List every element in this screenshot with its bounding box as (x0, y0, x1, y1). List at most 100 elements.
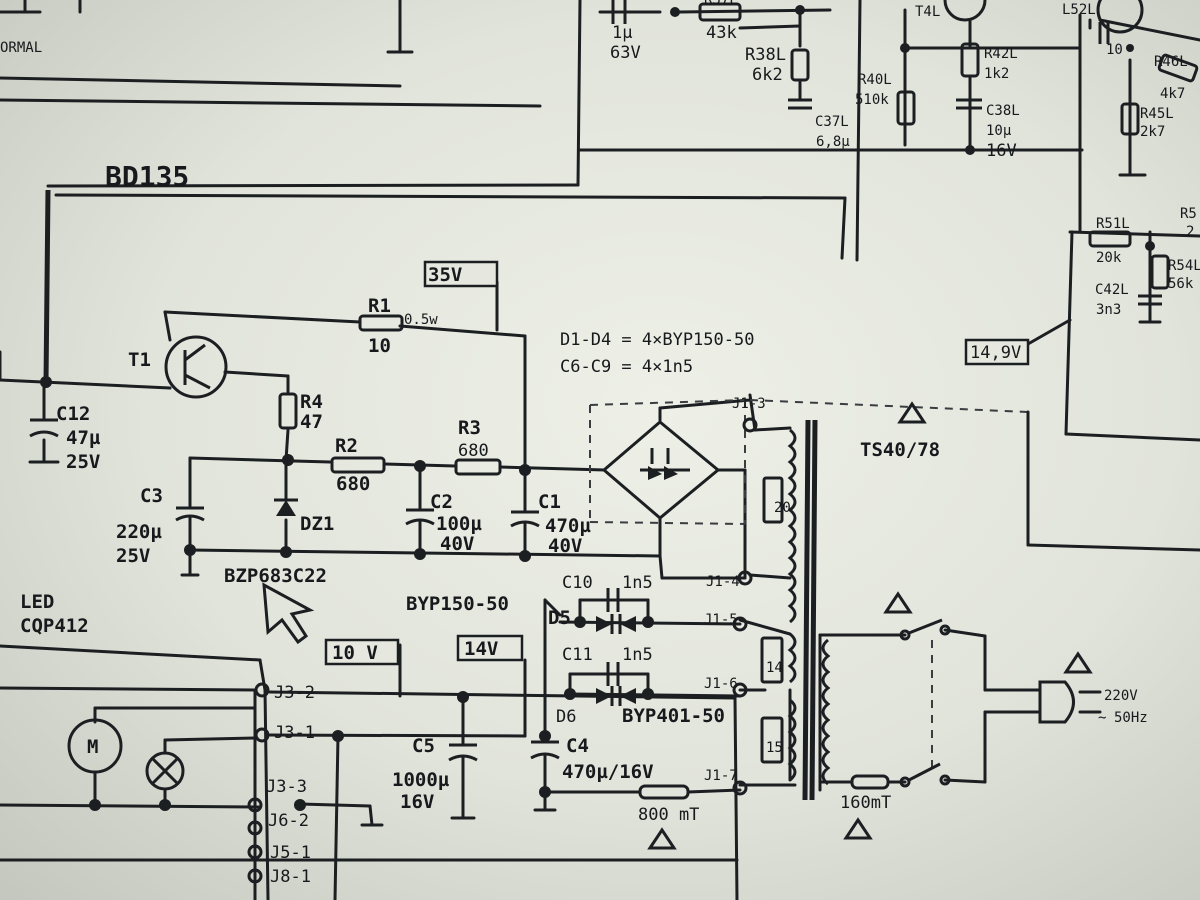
label-j1-3: J1-3 (732, 396, 766, 412)
label-c10: C10 (562, 573, 593, 593)
label-c4: C4 (566, 735, 589, 757)
label-bd135: BD135 (105, 160, 189, 193)
resistor-r1 (358, 314, 404, 332)
top-components (611, 0, 1199, 306)
label-c2: C2 (430, 491, 453, 513)
label-r40l-val: 510k (855, 92, 889, 108)
label-r37l-val: 43k (706, 23, 737, 43)
label-c-1u: 1µ (612, 23, 632, 43)
label-c12-v: 25V (66, 451, 100, 473)
label-voltage-10: 10 V (332, 642, 378, 664)
warning-triangles (647, 401, 1093, 850)
label-c-63v: 63V (610, 43, 641, 63)
label-t4l: T4L (915, 4, 940, 20)
label-dz1: DZ1 (300, 513, 334, 535)
junction-dots (40, 376, 654, 811)
label-r1-note: 0.5w (404, 312, 438, 328)
label-r3: R3 (458, 417, 481, 439)
label-ormal: ORMAL (0, 40, 42, 56)
label-r2-val: 680 (336, 473, 370, 495)
label-r1-val: 10 (368, 335, 391, 357)
fuse-160mt (850, 774, 890, 790)
main-labels: BD135 35V R1 0.5w 10 T1 D1-D4 = 4×BYP150… (20, 160, 1148, 887)
warning-icon (883, 591, 913, 614)
label-r2: R2 (335, 435, 358, 457)
transformer-ts40-78 (760, 428, 831, 786)
label-j3-1: J3-1 (274, 723, 315, 743)
label-c2-v: 40V (440, 533, 474, 555)
transistor-t1 (164, 335, 228, 399)
label-c38l-v: 16V (986, 141, 1017, 161)
capacitor-c1 (510, 510, 540, 528)
resistor-r3 (454, 458, 502, 476)
label-tilde: ~ (1098, 710, 1106, 726)
label-motor: M (87, 736, 98, 758)
label-l52l: L52L (1062, 2, 1096, 18)
label-led: LED (20, 591, 54, 613)
label-j6-2: J6-2 (268, 811, 309, 831)
main-wiring (0, 189, 1200, 900)
label-c4-val: 470µ/16V (562, 761, 654, 783)
label-c37l: C37L (815, 114, 849, 130)
label-j1-5: J1-5 (704, 612, 738, 628)
label-c37l-val: 6,8µ (816, 134, 850, 150)
label-r54l-val: 56k (1168, 276, 1194, 292)
main-components (29, 314, 1093, 884)
mains-plug-icon (1038, 680, 1075, 724)
label-r45l-val: 2k7 (1140, 124, 1165, 140)
label-voltage-14: 14V (464, 638, 498, 660)
label-voltage-14-9: 14,9V (970, 343, 1021, 363)
label-r5x: R5 (1180, 206, 1197, 222)
label-c11: C11 (562, 645, 593, 665)
label-n10: 10 (1106, 42, 1123, 58)
label-r3-val: 680 (458, 441, 489, 461)
label-r46l: R46L (1154, 54, 1188, 70)
label-r54l: R54L (1168, 258, 1200, 274)
resistor-r4 (278, 392, 298, 430)
label-mains-f: 50Hz (1114, 710, 1148, 726)
label-c38l: C38L (986, 103, 1020, 119)
label-r4: R4 (300, 391, 323, 413)
label-j3-3: J3-3 (266, 777, 307, 797)
label-c42l-val: 3n3 (1096, 302, 1121, 318)
label-r38l-val: 6k2 (752, 65, 783, 85)
label-byp401: BYP401-50 (622, 705, 725, 727)
label-r51l: R51L (1096, 216, 1130, 232)
top-labels: ORMAL 1µ 63V R37L 43k R38L 6k2 C37L 6,8µ… (0, 0, 1200, 366)
label-mains-v: 220V (1104, 688, 1138, 704)
label-r45l: R45L (1140, 106, 1174, 122)
label-r40l: R40L (858, 72, 892, 88)
label-c5-val: 1000µ (392, 769, 450, 791)
label-note-caps: C6-C9 = 4×1n5 (560, 357, 693, 377)
label-dz1-part: BZP683C22 (224, 565, 327, 587)
label-j5-1: J5-1 (270, 843, 311, 863)
capacitor-c3 (175, 500, 205, 528)
label-c12-val: 47µ (66, 427, 101, 449)
diode-d5-cap-c10 (596, 588, 636, 634)
label-note-diodes: D1-D4 = 4×BYP150-50 (560, 330, 754, 350)
label-c12: C12 (56, 403, 90, 425)
label-c1-v: 40V (548, 535, 582, 557)
mains-switch-bottom (899, 762, 951, 788)
label-c3: C3 (140, 485, 163, 507)
label-d5: D5 (548, 607, 571, 629)
label-w14: 14 (766, 660, 783, 676)
top-wiring (0, 0, 1200, 442)
label-d6: D6 (556, 707, 576, 727)
label-ts40-78: TS40/78 (860, 439, 940, 461)
label-r42l: R42L (984, 46, 1018, 62)
label-j1-7: J1-7 (704, 768, 738, 784)
label-c11-val: 1n5 (622, 645, 653, 665)
label-j8-1: J8-1 (270, 867, 311, 887)
label-r51l-val: 20k (1096, 250, 1122, 266)
resistor-r2 (330, 456, 386, 474)
label-c3-val: 220µ (116, 521, 162, 543)
capacitor-c5 (448, 743, 478, 762)
warning-icon (1063, 651, 1093, 674)
label-c5-v: 16V (400, 791, 434, 813)
label-w20: 20 (774, 500, 791, 516)
label-j1-4: J1-4 (706, 574, 740, 590)
motor-symbol (67, 718, 123, 774)
label-r1: R1 (368, 295, 391, 317)
